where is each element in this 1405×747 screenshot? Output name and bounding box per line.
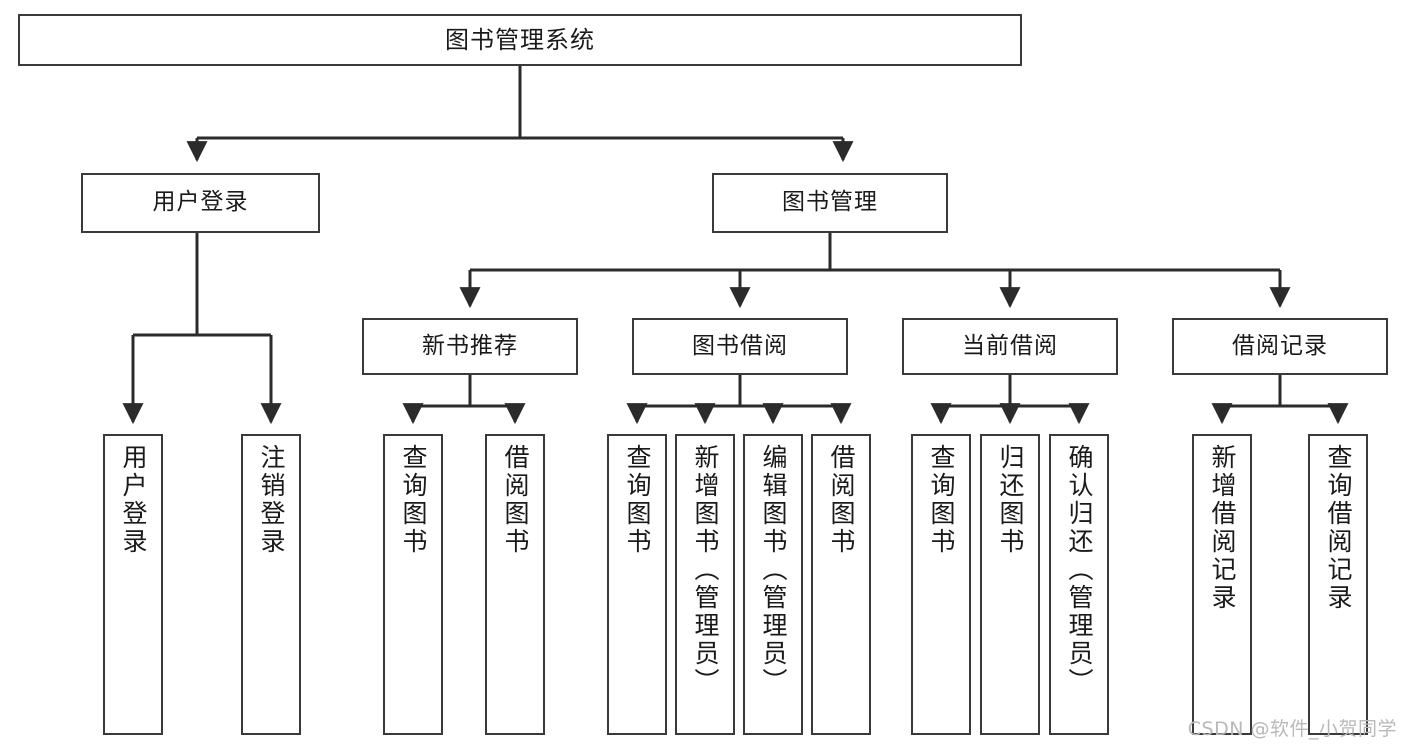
node-root-label: 图书管理系统 bbox=[445, 25, 595, 54]
leaf-new-book-borrow-label: 借阅图书 bbox=[501, 444, 530, 556]
node-root[interactable]: 图书管理系统 bbox=[18, 14, 1022, 66]
leaf-user-login-signout-label: 注销登录 bbox=[257, 444, 286, 556]
node-user-login-label: 用户登录 bbox=[152, 189, 249, 216]
leaf-new-book-borrow[interactable]: 借阅图书 bbox=[485, 434, 545, 735]
node-borrow-record[interactable]: 借阅记录 bbox=[1172, 318, 1388, 375]
leaf-current-confirm-return-label: 确认归还（管理员） bbox=[1065, 444, 1094, 696]
leaf-borrow-query-book-label: 查询图书 bbox=[623, 444, 652, 556]
leaf-user-login-signout[interactable]: 注销登录 bbox=[241, 434, 301, 735]
leaf-borrow-borrow-book-label: 借阅图书 bbox=[827, 444, 856, 556]
leaf-current-query-book-label: 查询图书 bbox=[927, 444, 956, 556]
node-book-borrow[interactable]: 图书借阅 bbox=[632, 318, 848, 375]
node-book-borrow-label: 图书借阅 bbox=[692, 332, 788, 359]
leaf-borrow-borrow-book[interactable]: 借阅图书 bbox=[811, 434, 871, 735]
leaf-borrow-query-book[interactable]: 查询图书 bbox=[607, 434, 667, 735]
node-borrow-record-label: 借阅记录 bbox=[1232, 332, 1328, 359]
leaf-record-add-label: 新增借阅记录 bbox=[1208, 444, 1237, 612]
node-new-book-recommend-label: 新书推荐 bbox=[422, 332, 518, 359]
leaf-record-query-label: 查询借阅记录 bbox=[1324, 444, 1353, 612]
node-book-management-label: 图书管理 bbox=[782, 189, 878, 216]
leaf-user-login-signin-label: 用户登录 bbox=[119, 444, 148, 556]
node-user-login[interactable]: 用户登录 bbox=[81, 173, 320, 233]
leaf-record-query[interactable]: 查询借阅记录 bbox=[1308, 434, 1368, 735]
node-current-borrow-label: 当前借阅 bbox=[962, 332, 1058, 359]
leaf-record-add[interactable]: 新增借阅记录 bbox=[1192, 434, 1252, 735]
leaf-borrow-edit-book-label: 编辑图书（管理员） bbox=[759, 444, 788, 696]
leaf-current-query-book[interactable]: 查询图书 bbox=[911, 434, 971, 735]
leaf-user-login-signin[interactable]: 用户登录 bbox=[103, 434, 163, 735]
node-book-management[interactable]: 图书管理 bbox=[712, 173, 948, 233]
leaf-current-confirm-return[interactable]: 确认归还（管理员） bbox=[1049, 434, 1109, 735]
leaf-current-return-book-label: 归还图书 bbox=[996, 444, 1025, 556]
csdn-watermark: CSDN @软件_小贺同学 bbox=[1187, 718, 1397, 740]
leaf-borrow-add-book[interactable]: 新增图书（管理员） bbox=[675, 434, 735, 735]
leaf-borrow-add-book-label: 新增图书（管理员） bbox=[691, 444, 720, 696]
leaf-new-book-query-label: 查询图书 bbox=[399, 444, 428, 556]
leaf-current-return-book[interactable]: 归还图书 bbox=[980, 434, 1040, 735]
node-current-borrow[interactable]: 当前借阅 bbox=[902, 318, 1118, 375]
node-new-book-recommend[interactable]: 新书推荐 bbox=[362, 318, 578, 375]
leaf-borrow-edit-book[interactable]: 编辑图书（管理员） bbox=[743, 434, 803, 735]
leaf-new-book-query[interactable]: 查询图书 bbox=[383, 434, 443, 735]
